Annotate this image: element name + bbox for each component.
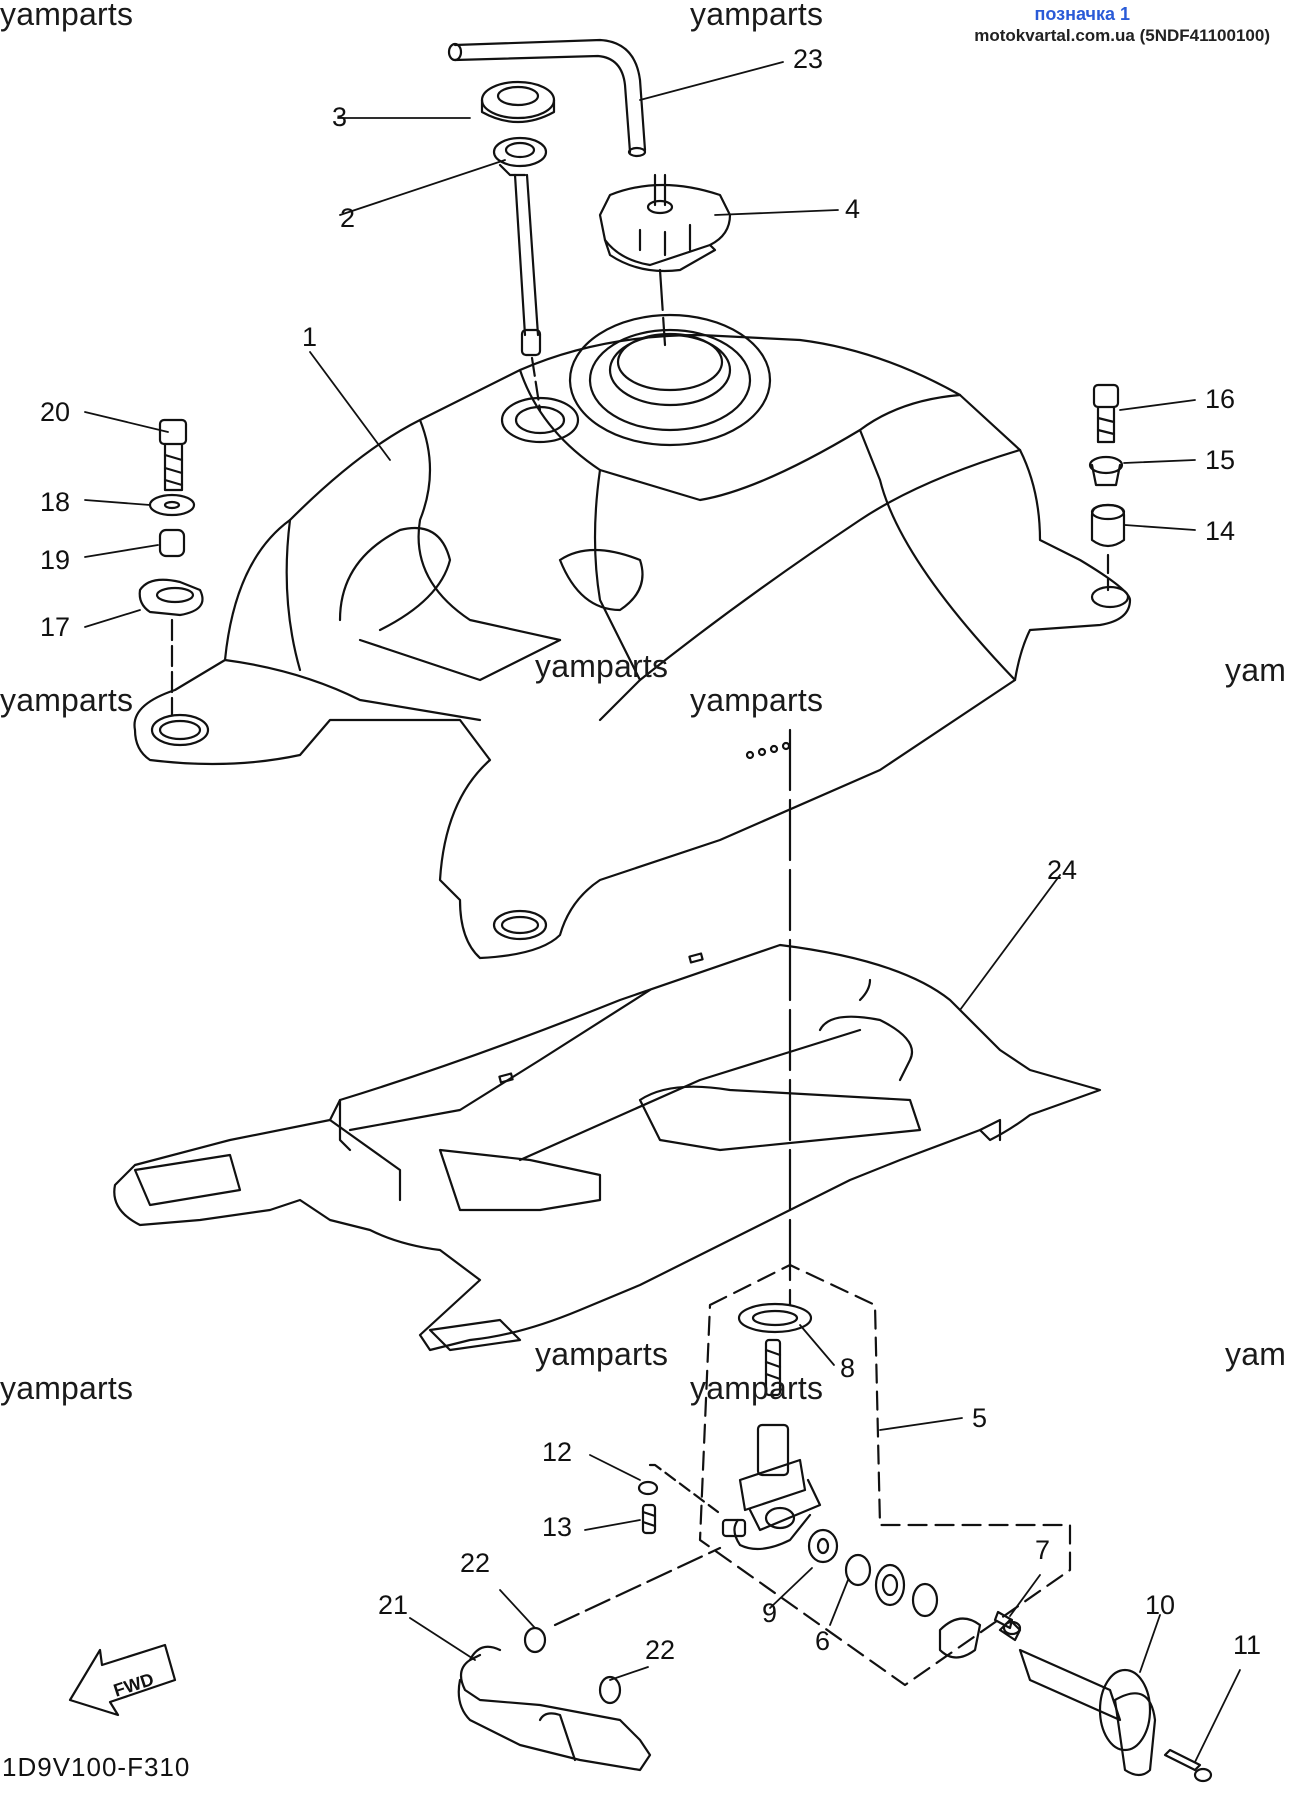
right-mount-hardware xyxy=(1088,383,1126,592)
callout-19: 19 xyxy=(40,545,71,575)
callout-18: 18 xyxy=(40,487,71,517)
header-tag: позначка 1 xyxy=(1034,4,1131,24)
diagram-code: 1D9V100-F310 xyxy=(2,1752,191,1782)
callout-22b: 22 xyxy=(645,1635,676,1665)
watermark: yam xyxy=(1225,1336,1287,1372)
callout-3: 3 xyxy=(332,102,348,132)
fuel-tank xyxy=(133,313,1132,960)
watermark: yamparts xyxy=(535,648,669,684)
callout-2: 2 xyxy=(340,203,356,233)
callout-16: 16 xyxy=(1205,384,1236,414)
watermark: yamparts xyxy=(690,682,824,718)
watermark: yamparts xyxy=(535,1336,669,1372)
fwd-arrow-icon xyxy=(68,1643,177,1717)
watermark: yamparts xyxy=(0,682,134,718)
callout-10: 10 xyxy=(1145,1590,1176,1620)
tank-cap xyxy=(598,173,732,347)
leader-lines xyxy=(84,61,1241,1763)
fwd-label: FWD xyxy=(111,1669,156,1701)
callout-12: 12 xyxy=(542,1437,573,1467)
breather-hose xyxy=(447,38,647,158)
callout-22a: 22 xyxy=(460,1548,491,1578)
callout-7: 7 xyxy=(1035,1535,1051,1565)
callout-6: 6 xyxy=(815,1626,831,1656)
header-source: motokvartal.com.ua (5NDF41100100) xyxy=(974,26,1270,45)
callout-13: 13 xyxy=(542,1512,573,1542)
callout-4: 4 xyxy=(845,194,861,224)
callout-14: 14 xyxy=(1205,516,1236,546)
watermark: yam xyxy=(1225,652,1287,688)
watermark: yamparts xyxy=(690,0,824,32)
callout-1: 1 xyxy=(302,322,318,352)
callout-17: 17 xyxy=(40,612,71,642)
gauge-assembly xyxy=(480,80,556,412)
callout-11: 11 xyxy=(1233,1630,1262,1660)
watermark: yamparts xyxy=(0,0,134,32)
watermark: yamparts xyxy=(0,1370,134,1406)
left-mount-hardware xyxy=(138,418,204,717)
callout-8: 8 xyxy=(840,1353,856,1383)
callout-5: 5 xyxy=(972,1403,988,1433)
callout-21: 21 xyxy=(378,1590,409,1620)
callout-20: 20 xyxy=(40,397,71,427)
fuel-hose xyxy=(457,1546,722,1772)
callout-24: 24 xyxy=(1047,855,1078,885)
callout-15: 15 xyxy=(1205,445,1236,475)
under-cover xyxy=(113,943,1102,1352)
callout-23: 23 xyxy=(793,44,824,74)
callout-9: 9 xyxy=(762,1598,778,1628)
watermark: yamparts xyxy=(690,1370,824,1406)
petcock-assembly xyxy=(637,1263,1213,1783)
